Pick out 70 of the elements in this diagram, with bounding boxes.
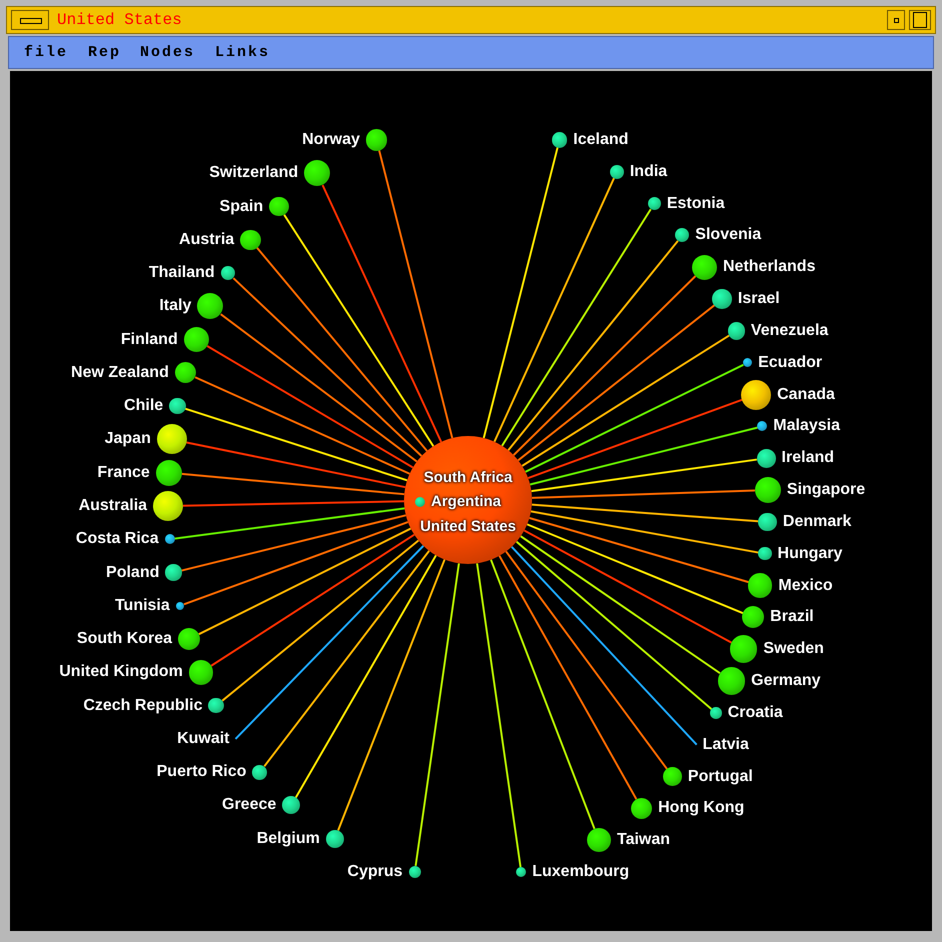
link-line <box>526 523 744 614</box>
link-line <box>528 398 742 479</box>
link-line <box>174 507 405 540</box>
link-line <box>198 528 412 636</box>
link-line <box>414 563 460 866</box>
link-line <box>505 550 668 770</box>
menu-item: Nodes <box>140 44 196 61</box>
link-line <box>182 472 404 496</box>
link-line <box>294 554 437 798</box>
window-title: United States <box>57 11 182 29</box>
menu-item: file <box>24 44 68 61</box>
link-line <box>183 500 404 507</box>
link-line <box>222 540 420 702</box>
link-line <box>508 240 679 451</box>
link-line <box>501 208 652 446</box>
country-label: Italy <box>157 297 194 316</box>
link-line <box>234 545 424 740</box>
country-label: Luxembourg <box>530 863 632 881</box>
link-line <box>184 521 408 606</box>
link-line <box>482 147 559 438</box>
link-line <box>181 514 406 572</box>
link-line <box>194 376 410 475</box>
link-line <box>322 184 442 442</box>
link-line <box>522 334 730 467</box>
link-line <box>264 550 430 767</box>
link-line <box>256 247 428 452</box>
link-line <box>378 150 454 438</box>
link-line <box>532 490 755 499</box>
link-line <box>510 546 698 746</box>
link-line <box>518 304 716 462</box>
country-label: Singapore <box>784 481 868 500</box>
country-label: United Kingdom <box>57 663 185 682</box>
link-line <box>494 178 615 442</box>
country-label: Cyprus <box>345 863 405 881</box>
link-line <box>476 563 522 868</box>
country-label: Czech Republic <box>81 696 204 715</box>
link-line <box>531 458 757 492</box>
link-line <box>220 313 418 462</box>
link-line <box>512 275 696 456</box>
link-line <box>186 441 406 488</box>
link-line <box>490 559 596 830</box>
link-line <box>516 540 712 710</box>
link-line <box>210 534 415 667</box>
country-label: Belgium <box>254 830 322 848</box>
country-label: Norway <box>300 130 362 149</box>
country-label: Spain <box>218 198 266 216</box>
country-label: United States <box>419 518 517 536</box>
link-line <box>206 345 414 468</box>
link-line <box>337 559 446 831</box>
country-label: Argentina <box>430 493 502 511</box>
link-line <box>529 517 749 584</box>
country-label: Portugal <box>686 768 755 786</box>
country-label: Malaysia <box>771 417 842 436</box>
country-label: Hungary <box>776 544 844 563</box>
country-label: Japan <box>102 430 153 448</box>
link-line <box>232 277 422 457</box>
link-line <box>498 555 638 800</box>
link-line <box>184 408 408 482</box>
country-label: Hong Kong <box>656 799 746 818</box>
country-label: South Africa <box>422 469 514 487</box>
link-line <box>520 535 721 674</box>
country-label: Germany <box>749 672 823 690</box>
link-line <box>524 530 732 644</box>
menu-item: Rep <box>88 44 122 61</box>
link-line <box>532 504 758 522</box>
link-line <box>530 426 758 486</box>
link-line <box>530 510 759 554</box>
link-line <box>283 214 434 447</box>
link-line <box>525 364 744 473</box>
menu-item: Links <box>215 44 270 61</box>
